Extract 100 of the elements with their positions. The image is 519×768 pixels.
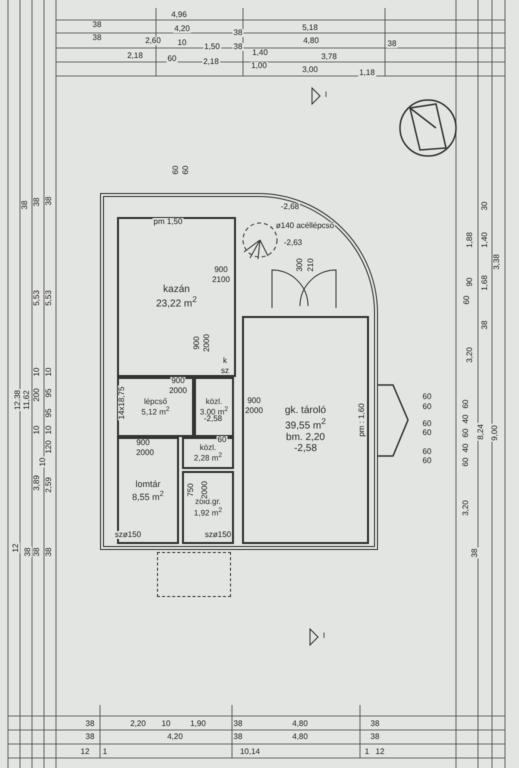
dimension-label: 12 xyxy=(12,542,20,554)
dimension-label: -2,68 xyxy=(280,203,300,211)
room xyxy=(117,437,179,544)
dimension-label: 38 xyxy=(84,720,96,728)
dimension-label: 5,18 xyxy=(301,24,319,32)
dimension-label: 40 xyxy=(462,442,470,454)
dimension-label: 2000 xyxy=(201,480,209,500)
dimension-label: 2000 xyxy=(135,449,155,457)
room-name: gk. tároló xyxy=(284,405,326,417)
dimension-label: 38 xyxy=(45,546,53,558)
dimension-label: 12,38 xyxy=(14,388,22,412)
room-name: kazán xyxy=(163,284,190,296)
room-detail: 1,92 m$^{2}$ xyxy=(194,506,222,518)
dimension-label: 1,68 xyxy=(481,274,489,292)
dimension-label: 2100 xyxy=(211,276,231,284)
dimension-label: 4,20 xyxy=(166,733,184,741)
dimension-label: 38 xyxy=(84,733,96,741)
dimension-label: 30 xyxy=(481,200,489,212)
dimension-label: 95 xyxy=(45,408,53,418)
dimension-label: 38 xyxy=(386,40,398,48)
dimension-label: 2000 xyxy=(203,333,211,353)
dimension-label: 2,59 xyxy=(45,476,53,494)
dimension-label: 2,20 xyxy=(129,720,147,728)
dimension-label: 14x18,75 xyxy=(118,386,126,420)
dimension-label: 4,96 xyxy=(170,11,188,19)
room-detail: 3,00 m$^{2}$ xyxy=(200,406,228,417)
dimension-label: sz xyxy=(220,367,230,375)
dimension-label: 60 xyxy=(172,164,180,176)
dimension-label: 11,62 xyxy=(23,389,31,411)
dimension-label: 38 xyxy=(21,200,29,210)
dimension-label: 95 xyxy=(45,388,53,398)
dimension-label: 4,80 xyxy=(291,720,309,728)
room-detail: bm. 2,20 xyxy=(286,432,325,444)
dimension-label: 60 xyxy=(422,429,432,437)
dimension-label: 750 xyxy=(187,482,195,498)
dimension-label: 38 xyxy=(92,21,102,29)
dimension-label: 4,80 xyxy=(291,733,309,741)
dimension-label: 12 xyxy=(80,748,90,756)
dimension-label: 1,40 xyxy=(251,49,269,57)
room-detail: 8,55 m$^{2}$ xyxy=(132,490,164,502)
dimension-label: 60 xyxy=(422,420,432,428)
dimension-label: 1,00 xyxy=(250,62,268,70)
dimension-label: 10 xyxy=(33,366,41,378)
dimension-label: 10 xyxy=(176,39,188,47)
room xyxy=(182,471,234,544)
dimension-label: 60 xyxy=(422,457,432,465)
dimension-label: I xyxy=(324,91,328,99)
dimension-label: 60 xyxy=(182,164,190,176)
dimension-label: -2,58 xyxy=(202,415,224,423)
dimension-label: 38 xyxy=(471,548,479,558)
room-detail: 5,12 m$^{2}$ xyxy=(141,406,170,418)
dimension-label: 1,40 xyxy=(481,231,489,249)
dimension-label: 38 xyxy=(232,29,244,37)
dimension-label: 1 xyxy=(364,748,370,756)
dimension-label: k xyxy=(222,357,228,365)
dimension-label: 60 xyxy=(216,436,228,444)
dimension-label: 3,38 xyxy=(493,253,501,271)
dimension-label: 3,00 xyxy=(301,66,319,74)
dimension-label: 38 xyxy=(481,320,489,330)
dimension-label: 38 xyxy=(232,733,244,741)
dimension-label: 5,53 xyxy=(45,289,53,307)
room-name: lomtár xyxy=(135,479,160,490)
dimension-label: 1,88 xyxy=(466,231,474,249)
dimension-label: 38 xyxy=(24,546,32,558)
dimension-label: 38 xyxy=(232,43,244,51)
dimension-label: 3,20 xyxy=(466,346,474,364)
dimension-label: 120 xyxy=(45,439,53,455)
dimension-label: 1 xyxy=(102,748,108,756)
dimension-label: 900 xyxy=(135,439,151,447)
dimension-label: 2,18 xyxy=(126,52,144,60)
dimension-label: ø140 acéllépcső xyxy=(274,222,336,230)
room xyxy=(242,316,369,544)
dimension-label: 2,18 xyxy=(202,58,220,66)
room-name: közl. xyxy=(200,442,216,452)
dimension-label: 900 xyxy=(213,266,229,274)
room-detail: 23,22 m$^{2}$ xyxy=(156,295,197,310)
dimension-label: 210 xyxy=(307,257,315,273)
dimension-label: 1,18 xyxy=(358,69,376,77)
dimension-label: 9,00 xyxy=(491,424,499,442)
dimension-label: 60 xyxy=(463,294,471,306)
dimension-label: szø150 xyxy=(114,531,142,539)
dimension-label: 3,89 xyxy=(33,474,41,492)
dimension-label: 1,50 xyxy=(203,43,221,51)
dimension-label: -2,63 xyxy=(282,239,304,247)
dimension-label: 10 xyxy=(45,366,53,378)
dimension-label: 60 xyxy=(422,448,432,456)
room-name: lépcső xyxy=(144,396,168,406)
dimension-label: szø150 xyxy=(204,531,232,539)
dimension-label: 10 xyxy=(45,424,53,436)
dimension-label: 10 xyxy=(39,456,47,468)
dimension-label: 60 xyxy=(462,398,470,410)
dimension-label: 200 xyxy=(33,387,41,403)
dimension-label: 1,90 xyxy=(189,720,207,728)
dimension-label: 900 xyxy=(193,335,201,351)
dimension-label: 10 xyxy=(160,720,172,728)
dimension-label: 40 xyxy=(462,414,470,424)
canopy-outline xyxy=(157,552,231,597)
dimension-label: 38 xyxy=(370,733,380,741)
dimension-label: 900 xyxy=(170,377,186,385)
dimension-label: 2000 xyxy=(168,387,188,395)
